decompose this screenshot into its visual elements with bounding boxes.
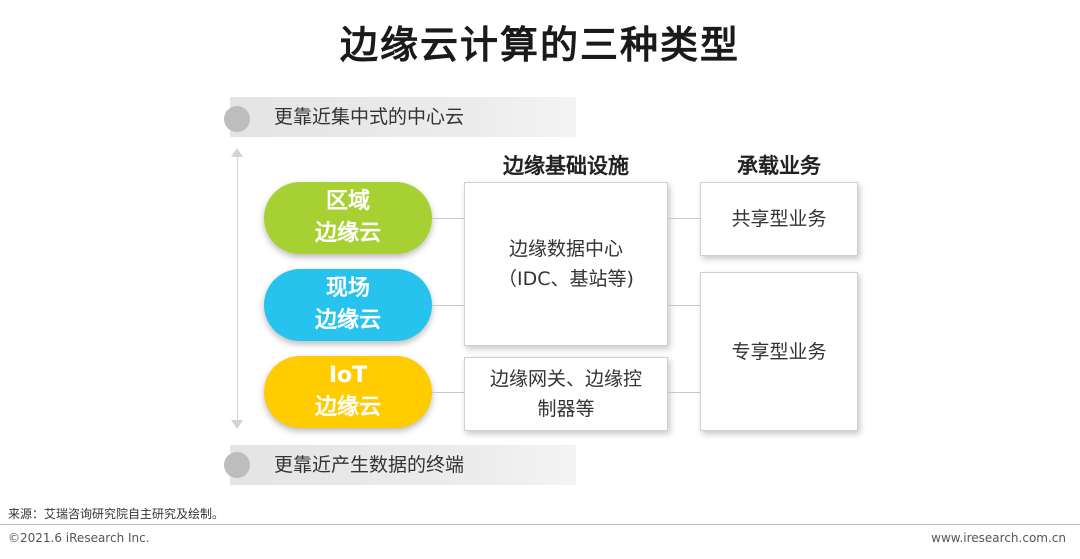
arrow-up-icon xyxy=(231,148,243,157)
top-band-dot xyxy=(224,106,250,132)
copyright: ©2021.6 iResearch Inc. xyxy=(8,531,150,545)
regional-edge-cloud-line2: 边缘云 xyxy=(314,221,381,246)
services-column-header: 承载业务 xyxy=(737,154,821,178)
arrow-down-icon xyxy=(231,420,243,429)
shared-service-box: 共享型业务 xyxy=(700,182,858,256)
edge-gateway-line1: 边缘网关、边缘控 xyxy=(489,368,642,390)
edge-datacenter-line1: 边缘数据中心 xyxy=(508,238,623,260)
regional-edge-cloud: 区域 边缘云 xyxy=(264,182,432,254)
dedicated-service-label: 专享型业务 xyxy=(731,340,827,363)
edge-datacenter-line2: （IDC、基站等) xyxy=(498,268,634,290)
edge-datacenter-box: 边缘数据中心 （IDC、基站等) xyxy=(464,182,668,346)
top-band xyxy=(230,97,576,137)
vertical-axis-line xyxy=(237,154,238,424)
top-band-label: 更靠近集中式的中心云 xyxy=(274,106,465,128)
dedicated-service-box: 专享型业务 xyxy=(700,272,858,431)
bottom-band-dot xyxy=(224,452,250,478)
bottom-band-label: 更靠近产生数据的终端 xyxy=(274,454,465,476)
connector-datacenter-to-dedicated xyxy=(667,305,700,306)
shared-service-label: 共享型业务 xyxy=(731,208,827,230)
iot-edge-cloud-line1: IoT xyxy=(328,363,368,388)
website-link[interactable]: www.iresearch.com.cn xyxy=(931,531,1066,545)
edge-gateway-line2: 制器等 xyxy=(537,398,595,420)
bottom-band xyxy=(230,445,576,485)
connector-regional-to-datacenter xyxy=(432,218,464,219)
iot-edge-cloud: IoT 边缘云 xyxy=(264,356,432,428)
onsite-edge-cloud-line1: 现场 xyxy=(325,276,370,301)
connector-datacenter-to-shared xyxy=(667,218,700,219)
onsite-edge-cloud: 现场 边缘云 xyxy=(264,269,432,341)
connector-gateway-to-dedicated xyxy=(667,392,700,393)
connector-iot-to-gateway xyxy=(432,392,464,393)
edge-gateway-box: 边缘网关、边缘控 制器等 xyxy=(464,357,668,431)
onsite-edge-cloud-line2: 边缘云 xyxy=(314,308,381,333)
infrastructure-column-header: 边缘基础设施 xyxy=(503,154,629,178)
footer-divider xyxy=(0,524,1080,525)
regional-edge-cloud-line1: 区域 xyxy=(325,189,370,214)
source-note: 来源：艾瑞咨询研究院自主研究及绘制。 xyxy=(8,507,225,521)
iot-edge-cloud-line2: 边缘云 xyxy=(314,395,381,420)
connector-onsite-to-datacenter xyxy=(432,305,464,306)
page-title: 边缘云计算的三种类型 xyxy=(339,23,740,67)
